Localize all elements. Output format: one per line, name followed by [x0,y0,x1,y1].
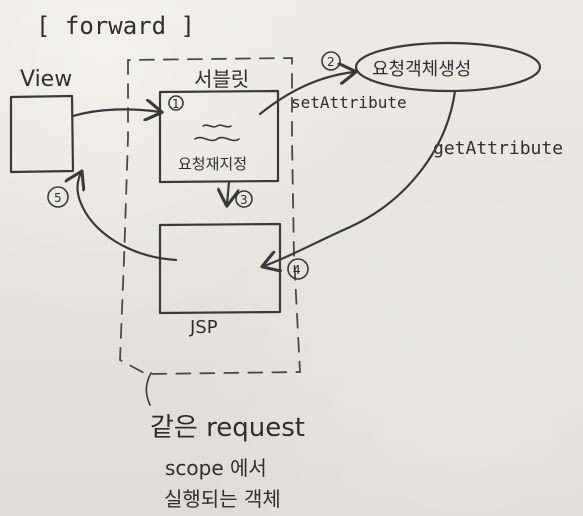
servlet-wave-2 [194,136,240,142]
servlet-label: 서블릿 [194,67,249,91]
arrow-view-to-servlet [71,109,160,116]
servlet-wave-1 [202,124,232,128]
step-1-number: 1 [172,97,180,111]
step-5-marker [47,186,69,208]
scope-note-line-2: scope 에서 [165,456,267,480]
scope-note-connector [145,372,152,406]
servlet-note: 요청재지정 [178,155,247,173]
step-5-number: 5 [54,191,62,205]
request-object-label: 요청객체생성 [372,59,471,80]
arrow-request-object-to-jsp [264,89,457,266]
step-4-number: 4 [293,263,301,277]
servlet-box [158,89,280,184]
step-3-number: 3 [240,193,248,207]
arrow-servlet-to-request-object [258,72,354,116]
step-2-number: 2 [327,55,335,69]
arrow-jsp-to-view [77,173,178,262]
scope-note-line-3: 실행되는 객체 [164,487,281,511]
dashed-scope-boundary [119,57,301,375]
scope-note-line-1: 같은 request [150,413,305,443]
step-2-marker [321,51,341,71]
view-label: View [20,67,72,92]
view-box [9,94,75,174]
arrow-servlet-to-jsp [227,180,229,204]
step-3-marker [235,190,253,208]
jsp-box [158,222,282,315]
set-attribute-label: setAttribute [291,93,407,112]
diagram-title: [ forward ] [36,12,195,40]
step-4-marker [287,258,309,280]
jsp-label: JSP [189,317,218,338]
step-1-marker [168,95,184,111]
get-attribute-label: getAttribute [433,138,563,159]
request-object-bubble [354,41,542,93]
